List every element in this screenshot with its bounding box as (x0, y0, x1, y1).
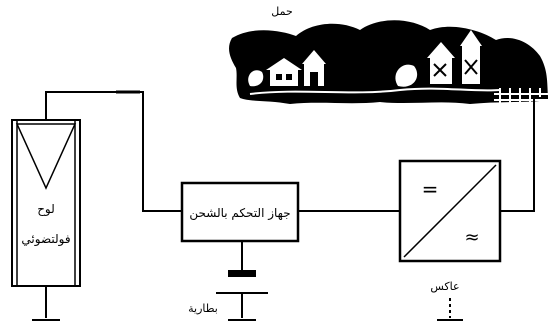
battery-plate-top (228, 270, 256, 277)
window-cross (433, 63, 447, 77)
inverter-label: عاكس (430, 280, 459, 293)
charge-controller-label: جهاز التحكم بالشحن (189, 206, 290, 221)
wiring (45, 90, 548, 318)
inverter-dc-symbol: = (422, 177, 439, 201)
tower-cross (464, 59, 478, 75)
tree-right (395, 64, 418, 87)
fence (494, 88, 548, 104)
inverter: = ≈ عاكس (398, 159, 502, 318)
wire-panel-to-controller (45, 91, 182, 212)
battery: بطارية (188, 270, 268, 315)
window-left (276, 74, 282, 80)
inverter-ac-symbol: ≈ (464, 227, 479, 248)
roof-barn (302, 50, 326, 64)
inverter-diagonal (403, 164, 497, 258)
window-left-2 (286, 74, 292, 80)
pv-panel-frame (11, 119, 81, 287)
pv-panel-label-line2: فولتضوئي (21, 232, 70, 247)
tower-roof (460, 30, 482, 46)
hill-line (249, 87, 501, 95)
house-left (270, 70, 298, 86)
load-scene: حمل (229, 5, 548, 104)
pv-panel-label-line1: لوح (37, 202, 55, 217)
barn-door (310, 72, 318, 86)
roof-left (266, 58, 302, 70)
battery-label: بطارية (188, 302, 218, 315)
roof-right (427, 42, 455, 58)
pv-panel-triangle (15, 123, 77, 190)
load-label: حمل (271, 5, 293, 18)
wire-inverter-to-load (500, 98, 535, 212)
tower (462, 44, 480, 84)
charge-controller: جهاز التحكم بالشحن (180, 181, 300, 243)
pv-panel: لوح فولتضوئي (11, 119, 81, 287)
charge-controller-box (180, 181, 300, 243)
tree-shape (248, 70, 264, 87)
